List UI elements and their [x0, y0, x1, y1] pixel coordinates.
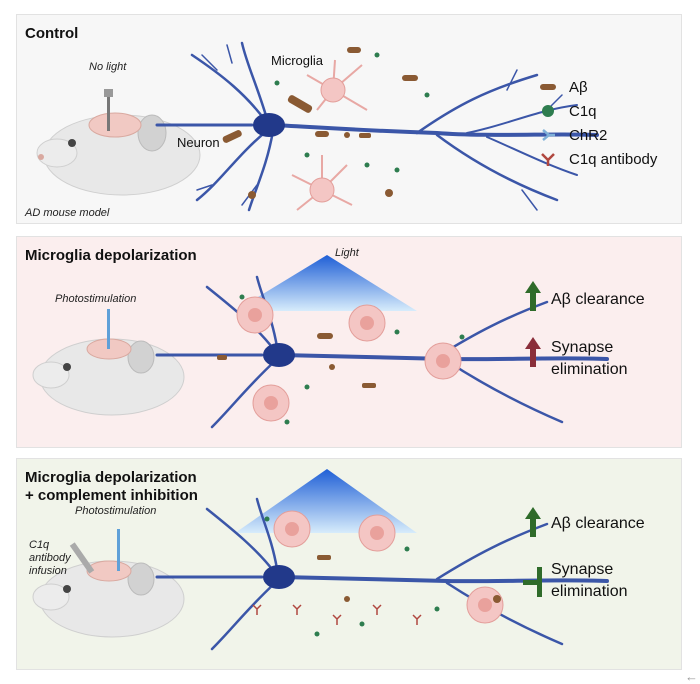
panel-inhibition: Microglia depolarization + complement in…	[16, 458, 682, 670]
corner-arrow-icon[interactable]: ←	[685, 669, 698, 684]
c1q-antibody-icon	[541, 153, 555, 166]
legend-item-abeta: Aβ	[539, 77, 588, 97]
light-label: Light	[335, 247, 359, 259]
model-label: AD mouse model	[25, 207, 110, 219]
abeta-icon	[540, 84, 556, 90]
arrow-up-red-icon	[525, 337, 541, 367]
mouse-icon	[36, 112, 201, 196]
inhib-illustration	[32, 469, 609, 651]
panel-title: Microglia depolarization + complement in…	[25, 469, 198, 504]
fiber-icon	[107, 309, 110, 349]
chr2-icon	[542, 129, 555, 141]
antibody-marks	[252, 604, 422, 625]
microglia-icon	[291, 59, 368, 211]
legend-item-chr2: ChR2	[539, 125, 607, 145]
syringe-icon	[69, 542, 95, 574]
legend-item-c1q: C1q	[539, 101, 597, 121]
synapse-text: Synapse elimination	[551, 339, 628, 378]
panel-depolarization: Microglia depolarization	[16, 236, 682, 448]
control-illustration	[36, 41, 599, 212]
microglia-icon	[273, 510, 504, 624]
fiber-icon	[117, 529, 120, 571]
light-cone-icon	[235, 255, 417, 311]
microglia-label: Microglia	[271, 53, 324, 68]
inhibition-symbol-icon	[523, 567, 542, 597]
infusion-label: C1q antibody infusion	[29, 539, 71, 577]
neuron-label: Neuron	[177, 135, 220, 150]
arrow-up-green-icon	[525, 507, 541, 537]
panel-control: Control	[16, 14, 682, 224]
photostim-label: Photostimulation	[75, 505, 157, 517]
mouse-icon	[32, 338, 185, 416]
depol-illustration	[32, 255, 609, 429]
probe-icon	[107, 93, 110, 131]
legend-item-c1q-antibody: C1q antibody	[539, 149, 657, 169]
c1q-icon	[542, 105, 554, 117]
clearance-text: Aβ clearance	[551, 291, 645, 308]
panel-title: Microglia depolarization	[25, 247, 197, 264]
panel-title: Control	[25, 25, 79, 42]
neuron-icon	[155, 41, 599, 212]
mouse-icon	[32, 560, 185, 638]
neuron-icon	[155, 497, 609, 651]
photostim-label: Photostimulation	[55, 293, 137, 305]
synapse-text: Synapse elimination	[551, 561, 628, 600]
clearance-text: Aβ clearance	[551, 515, 645, 532]
no-light-label: No light	[89, 61, 127, 73]
arrow-up-green-icon	[525, 281, 541, 311]
